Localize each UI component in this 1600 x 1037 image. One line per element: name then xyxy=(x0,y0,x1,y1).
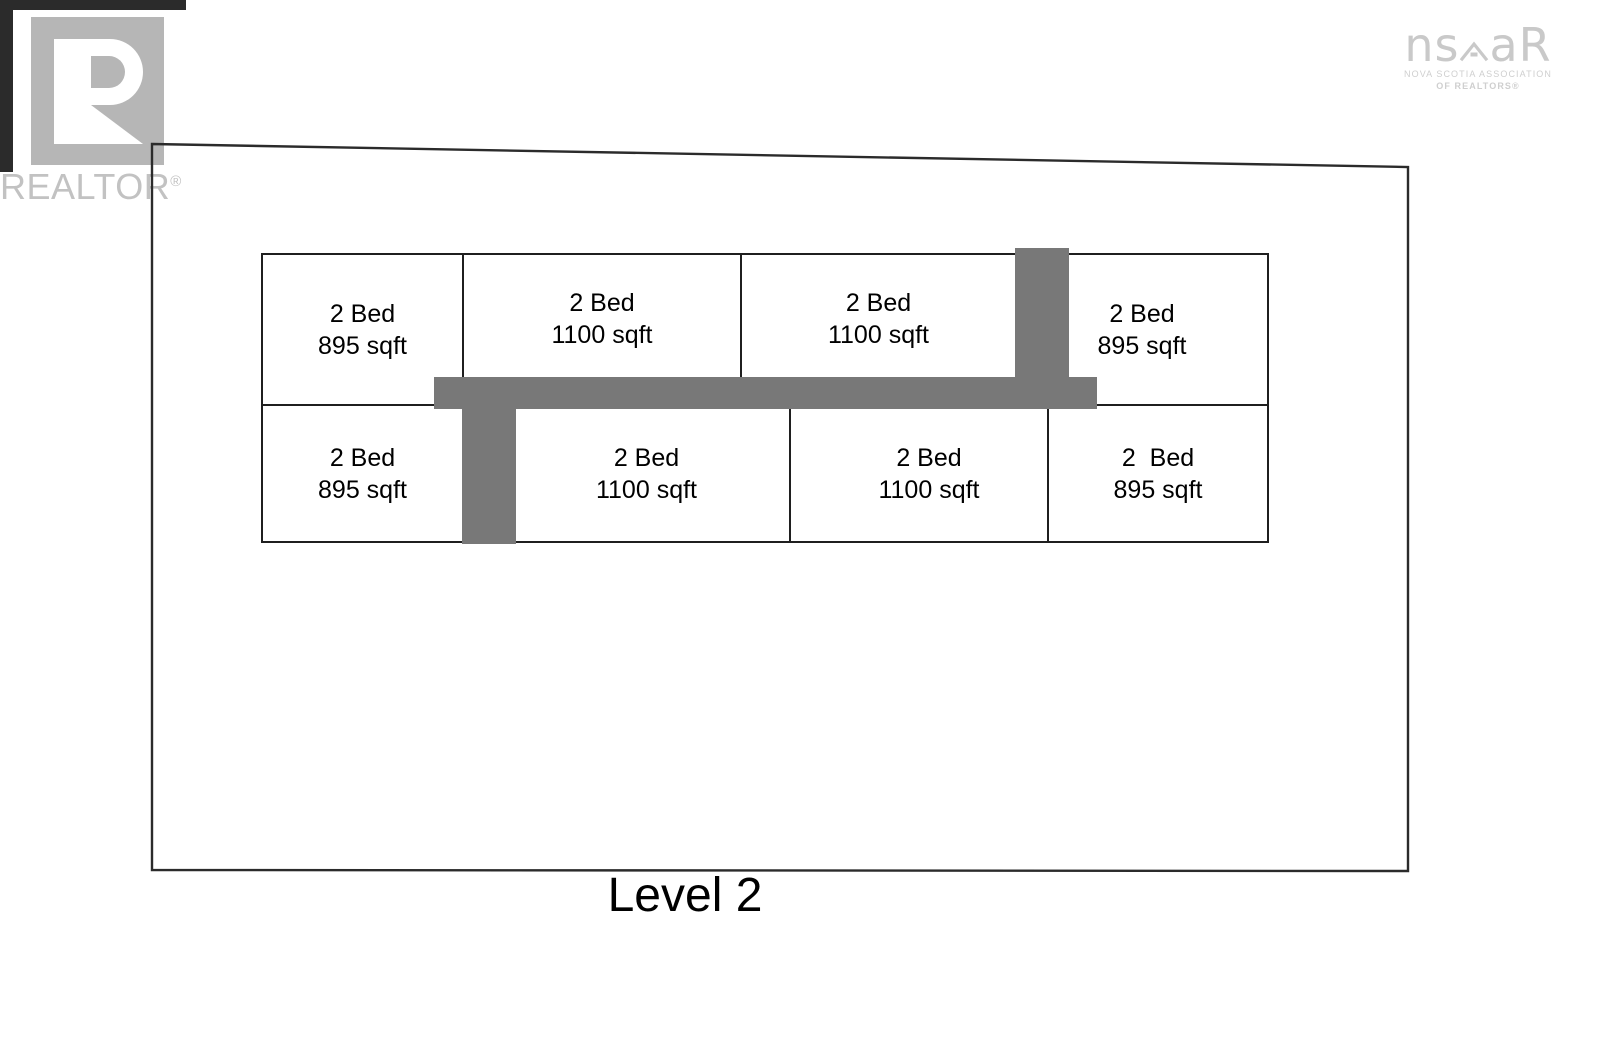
unit-bottom-1[interactable]: 2 Bed 895 sqft xyxy=(261,404,464,543)
unit-top-1[interactable]: 2 Bed 895 sqft xyxy=(261,253,464,406)
realtor-wordmark: REALTOR® xyxy=(0,166,186,208)
unit-top-3[interactable]: 2 Bed 1100 sqft xyxy=(740,253,1017,384)
nsar-subtitle-line-1: NOVA SCOTIA ASSOCIATION xyxy=(1404,69,1552,79)
nsar-wordmark-part1: ns xyxy=(1404,18,1460,72)
realtor-logo: REALTOR® xyxy=(0,0,186,208)
page-title: Level 2 xyxy=(607,869,763,922)
realtor-r-stem-counter xyxy=(54,39,91,144)
unit-area-label: 1100 sqft xyxy=(595,475,697,504)
unit-beds-label: 2 Bed xyxy=(613,443,680,472)
unit-area-label: 895 sqft xyxy=(318,331,407,360)
nsar-wordmark-part2: aR xyxy=(1489,18,1552,72)
unit-beds-label: 2 Bed xyxy=(845,288,912,317)
unit-beds-label: 2 Bed xyxy=(896,443,962,472)
unit-top-2[interactable]: 2 Bed 1100 sqft xyxy=(462,253,742,384)
unit-beds-label: 2 Bed xyxy=(329,299,396,328)
unit-area-label: 895 sqft xyxy=(318,475,407,504)
corridor-horizontal xyxy=(434,377,1097,409)
realtor-logo-frame xyxy=(0,0,186,172)
unit-beds-label: 2 Bed xyxy=(329,443,396,472)
realtor-r-bowl-inner xyxy=(91,56,125,88)
nsar-logo: ns aR NOVA SCOTIA ASSOCIATION OF REALTOR… xyxy=(1398,22,1558,92)
unit-beds-label: 2 Bed xyxy=(1121,443,1195,472)
unit-area-label: 1100 sqft xyxy=(878,475,980,504)
corridor-vertical-right xyxy=(1015,248,1069,383)
unit-beds-label: 2 Bed xyxy=(1109,299,1175,328)
nsar-subtitle-line-2: OF REALTORS® xyxy=(1436,81,1520,91)
unit-bottom-3[interactable]: 2 Bed 1100 sqft xyxy=(789,404,1069,543)
unit-beds-label: 2 Bed xyxy=(569,288,635,317)
unit-area-label: 1100 sqft xyxy=(827,320,929,349)
unit-area-label: 895 sqft xyxy=(1097,331,1187,360)
corridor-vertical-left xyxy=(462,403,516,544)
house-roof-icon xyxy=(1459,24,1489,70)
unit-bottom-2[interactable]: 2 Bed 1100 sqft xyxy=(502,404,791,543)
realtor-registered-mark: ® xyxy=(170,173,182,190)
unit-grid: 2 Bed 895 sqft 2 Bed 1100 sqft 2 Bed 110… xyxy=(261,248,1269,544)
unit-area-label: 895 sqft xyxy=(1113,475,1203,504)
unit-area-label: 1100 sqft xyxy=(551,320,653,349)
unit-bottom-4[interactable]: 2 Bed 895 sqft xyxy=(1047,404,1269,543)
nsar-wordmark: ns aR xyxy=(1398,22,1558,68)
realtor-wordmark-text: REALTOR xyxy=(0,166,171,207)
